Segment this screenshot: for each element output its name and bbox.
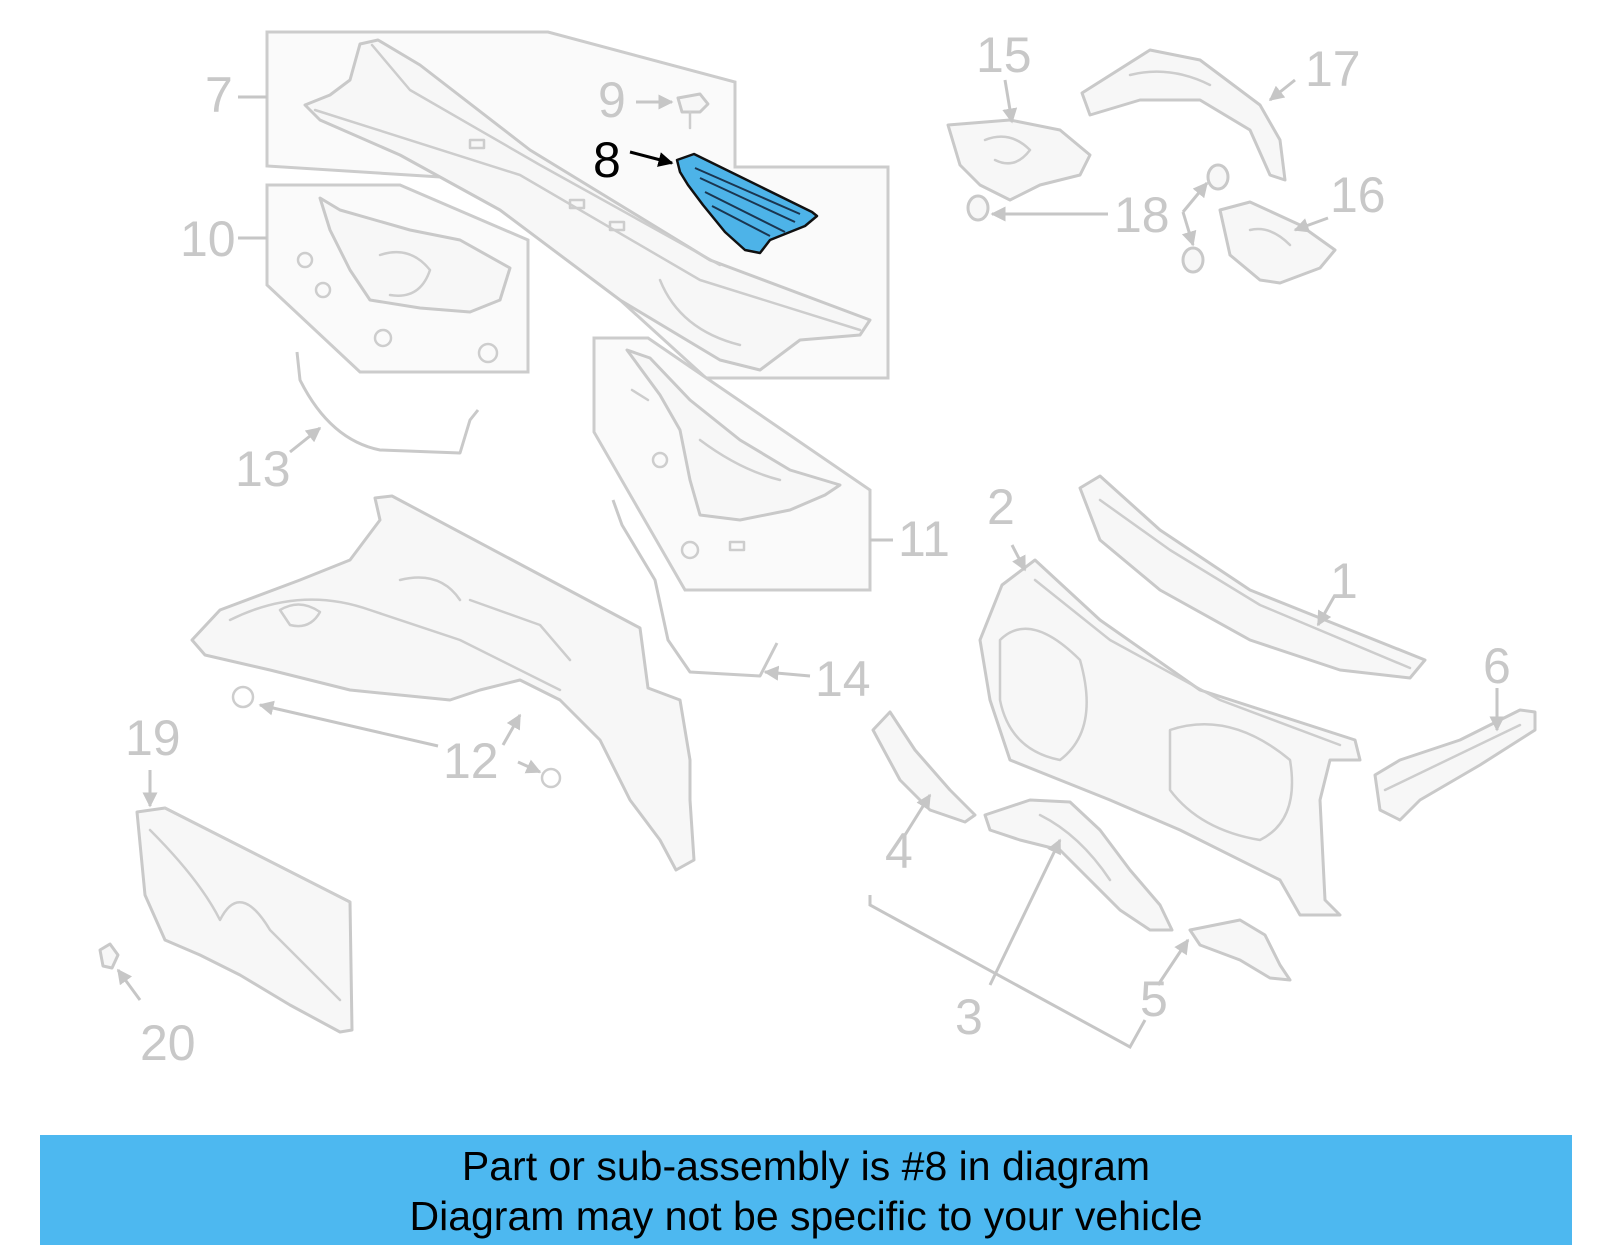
- callout-17: 17: [1305, 41, 1361, 97]
- callout-13: 13: [235, 441, 291, 497]
- callout-1: 1: [1330, 553, 1358, 609]
- bracket-part-17: [1080, 48, 1287, 182]
- seal-strip-part-13: [295, 351, 480, 455]
- info-banner: Part or sub-assembly is #8 in diagram Di…: [40, 1135, 1572, 1245]
- callout-7: 7: [205, 67, 233, 123]
- clip-part-20: [98, 942, 120, 970]
- insulator-part-19: [135, 806, 354, 1034]
- callout-19: 19: [125, 710, 181, 766]
- callout-18: 18: [1114, 187, 1170, 243]
- bracket-part-6: [1373, 708, 1537, 822]
- seal-strip-part-14: [611, 499, 779, 678]
- callout-numbers: 7 8 9 10 11 12 13 14 15 16 17 18 19 20 1…: [125, 27, 1511, 1071]
- callout-5: 5: [1140, 971, 1168, 1027]
- callout-16: 16: [1330, 167, 1386, 223]
- cowl-reinforcement-part-1: [1078, 474, 1427, 680]
- bracket-part-15: [946, 118, 1092, 202]
- cowl-grille-part-8: [675, 152, 819, 255]
- banner-line-1: Part or sub-assembly is #8 in diagram: [461, 1143, 1151, 1189]
- bracket-part-4: [871, 710, 977, 824]
- bracket-part-16: [1218, 200, 1337, 285]
- leader-lines: [116, 78, 1505, 1050]
- callout-4: 4: [885, 823, 913, 879]
- clip-part-9: [676, 92, 710, 130]
- bracket-part-5: [1188, 918, 1292, 982]
- parts-diagram: 7 8 9 10 11 12 13 14 15 16 17 18 19 20 1…: [98, 27, 1537, 1071]
- callout-11: 11: [898, 511, 950, 567]
- callout-9: 9: [598, 72, 626, 128]
- grommet-part-18: [966, 163, 1230, 274]
- dash-panel-part-12: [190, 494, 696, 872]
- panel-part-11: [625, 348, 842, 560]
- callout-15: 15: [976, 27, 1032, 83]
- callout-2: 2: [987, 479, 1015, 535]
- tunnel-part-3: [983, 798, 1174, 932]
- callout-12: 12: [443, 733, 499, 789]
- panel-part-10: [296, 196, 512, 364]
- callout-10: 10: [180, 211, 236, 267]
- callout-20: 20: [140, 1015, 196, 1071]
- callout-6: 6: [1483, 638, 1511, 694]
- callout-14: 14: [815, 651, 871, 707]
- banner-line-2: Diagram may not be specific to your vehi…: [409, 1193, 1203, 1239]
- cowl-top-panel-part-7: [303, 38, 872, 372]
- dash-panel-part-2: [978, 558, 1362, 917]
- callout-8: 8: [593, 132, 621, 188]
- callout-3: 3: [955, 989, 983, 1045]
